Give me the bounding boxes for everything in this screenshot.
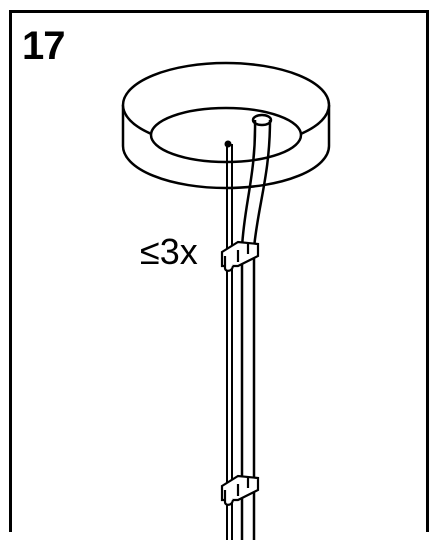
- cable-clip-icon: [220, 240, 260, 272]
- suspension-wire-icon: [224, 140, 233, 540]
- step-number: 17: [22, 24, 65, 68]
- clip-count-label: ≤3x: [140, 231, 198, 272]
- cable-clip-icon: [220, 474, 260, 506]
- step-frame: [9, 10, 429, 532]
